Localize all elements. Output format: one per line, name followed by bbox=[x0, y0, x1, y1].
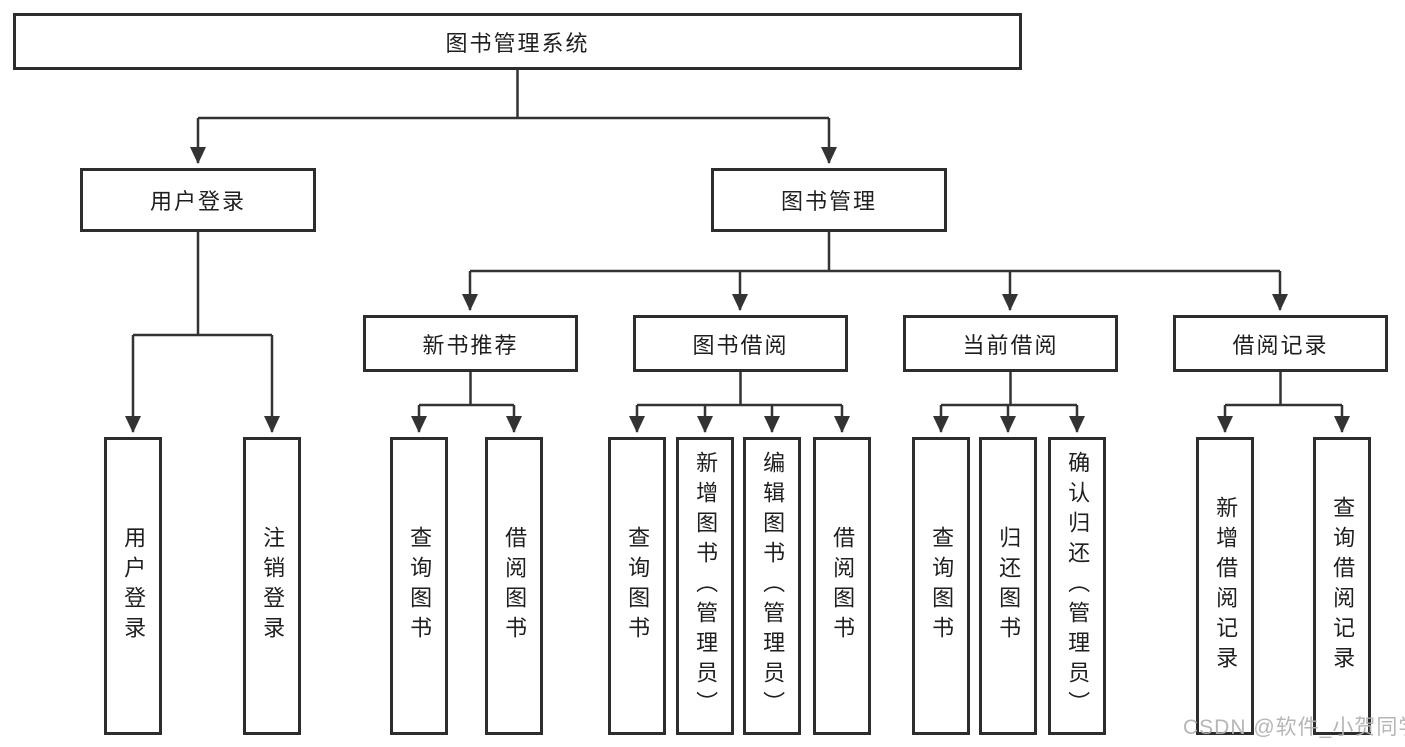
node-user-login: 用户登录 bbox=[80, 168, 316, 232]
leaf-query-borrow-record: 查询借阅记录 bbox=[1313, 437, 1371, 735]
leaf-confirm-return-admin: 确认归还（管理员） bbox=[1048, 437, 1106, 735]
node-book-borrowing-label: 图书借阅 bbox=[692, 332, 789, 358]
leaf-query-borrow-record-label: 查询借阅记录 bbox=[1330, 496, 1356, 676]
node-root-label: 图书管理系统 bbox=[445, 30, 590, 56]
leaf-query-books-current: 查询图书 bbox=[912, 437, 970, 735]
leaf-query-books-recommend: 查询图书 bbox=[390, 437, 448, 735]
node-root-system: 图书管理系统 bbox=[13, 13, 1022, 70]
leaf-user-login: 用户登录 bbox=[104, 437, 162, 735]
leaf-add-book-admin-label: 新增图书（管理员） bbox=[693, 451, 719, 721]
leaf-user-login-label: 用户登录 bbox=[121, 526, 147, 646]
node-borrowing-records-label: 借阅记录 bbox=[1232, 332, 1329, 358]
node-book-management-label: 图书管理 bbox=[780, 189, 877, 214]
leaf-borrow-books-recommend-label: 借阅图书 bbox=[502, 526, 528, 646]
leaf-confirm-return-admin-label: 确认归还（管理员） bbox=[1065, 451, 1091, 721]
node-current-borrowing-label: 当前借阅 bbox=[962, 332, 1059, 358]
leaf-edit-book-admin-label: 编辑图书（管理员） bbox=[760, 451, 786, 721]
node-current-borrowing: 当前借阅 bbox=[903, 315, 1118, 372]
node-user-login-label: 用户登录 bbox=[149, 189, 246, 214]
leaf-logout-label: 注销登录 bbox=[260, 526, 286, 646]
leaf-query-books-borrowing-label: 查询图书 bbox=[625, 526, 651, 646]
node-book-management: 图书管理 bbox=[711, 168, 947, 232]
leaf-query-books-borrowing: 查询图书 bbox=[608, 437, 666, 735]
node-borrowing-records: 借阅记录 bbox=[1173, 315, 1388, 372]
leaf-edit-book-admin: 编辑图书（管理员） bbox=[743, 437, 801, 735]
node-new-book-recommend-label: 新书推荐 bbox=[422, 332, 519, 358]
leaf-add-book-admin: 新增图书（管理员） bbox=[676, 437, 734, 735]
csdn-watermark: CSDN @软件_小贺同学 bbox=[1183, 716, 1405, 739]
node-new-book-recommend: 新书推荐 bbox=[363, 315, 578, 372]
leaf-borrow-books-recommend: 借阅图书 bbox=[485, 437, 543, 735]
leaf-borrow-books-borrowing: 借阅图书 bbox=[813, 437, 871, 735]
leaf-query-books-recommend-label: 查询图书 bbox=[407, 526, 433, 646]
leaf-add-borrow-record: 新增借阅记录 bbox=[1196, 437, 1254, 735]
leaf-borrow-books-borrowing-label: 借阅图书 bbox=[830, 526, 856, 646]
leaf-query-books-current-label: 查询图书 bbox=[929, 526, 955, 646]
leaf-logout: 注销登录 bbox=[243, 437, 301, 735]
leaf-return-book: 归还图书 bbox=[979, 437, 1037, 735]
leaf-add-borrow-record-label: 新增借阅记录 bbox=[1213, 496, 1239, 676]
leaf-return-book-label: 归还图书 bbox=[996, 526, 1022, 646]
node-book-borrowing: 图书借阅 bbox=[633, 315, 848, 372]
